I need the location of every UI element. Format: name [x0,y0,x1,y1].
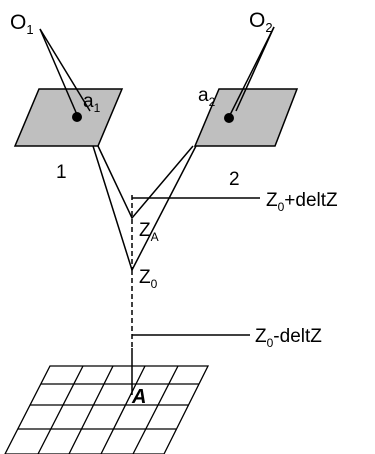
label-ground-point-a: A [131,386,146,408]
label-z0-minus-deltz: Z0-deltZ [255,326,322,350]
projection-rays-o1 [39,28,91,118]
photo-2-plane [193,88,299,147]
label-photo-1: 1 [56,162,67,183]
label-z0-plus-deltz: Z0+deltZ [266,190,338,214]
image-point-a1 [72,112,82,122]
image-point-a2 [224,113,234,123]
label-photo-2: 2 [229,169,240,190]
projection-rays-o2 [228,26,275,118]
ground-grid [4,365,210,454]
intersection-rays [92,145,197,272]
label-o1: O1 [10,11,34,37]
label-a1: a1 [83,91,101,115]
label-za: ZA [139,220,159,244]
label-a2: a2 [198,85,216,109]
label-o2: O2 [249,9,273,35]
photo-1-plane [13,88,124,147]
label-z0: Z0 [139,267,158,291]
